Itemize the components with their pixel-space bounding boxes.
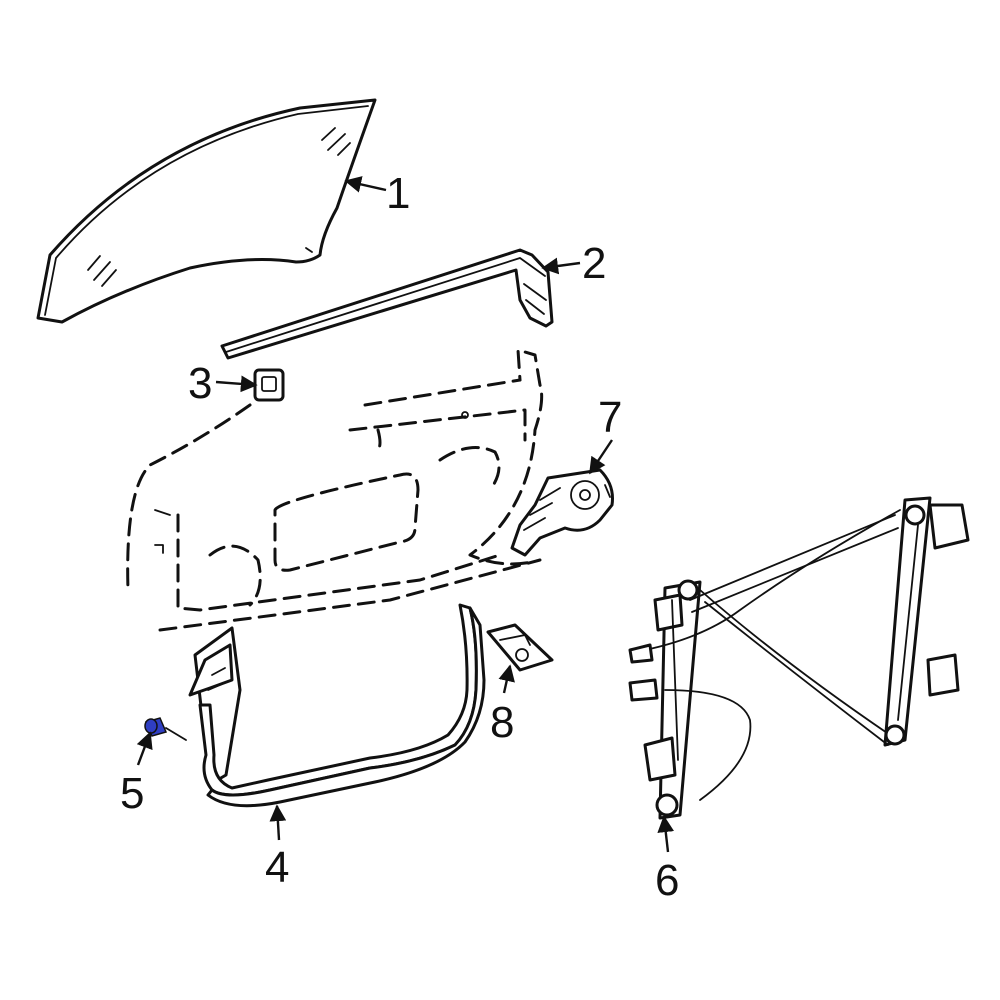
callout-leader-1 xyxy=(344,176,387,193)
door-seal[interactable] xyxy=(188,603,486,808)
callout-leader-6 xyxy=(657,815,675,853)
callout-6[interactable]: 6 xyxy=(655,856,679,905)
callout-7[interactable]: 7 xyxy=(598,393,622,442)
clip-part[interactable] xyxy=(253,368,285,402)
callout-2[interactable]: 2 xyxy=(582,239,606,288)
callout-1[interactable]: 1 xyxy=(386,169,410,218)
callout-leaders xyxy=(136,176,675,853)
callout-leader-2 xyxy=(541,257,581,275)
callout-5[interactable]: 5 xyxy=(120,769,144,818)
door-glass[interactable] xyxy=(36,98,377,324)
callout-leader-8 xyxy=(498,664,515,694)
callout-leader-5 xyxy=(136,731,153,766)
callout-leader-3 xyxy=(215,375,258,393)
window-motor[interactable] xyxy=(510,468,614,557)
callout-8[interactable]: 8 xyxy=(490,698,514,747)
window-regulator[interactable] xyxy=(628,496,970,820)
bolt-part[interactable] xyxy=(144,717,187,741)
door-inner-panel-outline xyxy=(126,348,544,632)
callout-leader-7 xyxy=(589,439,613,475)
belt-weatherstrip[interactable] xyxy=(220,248,554,360)
callout-labels: 1 2 3 4 5 6 7 8 xyxy=(120,169,679,905)
callout-leader-4 xyxy=(269,804,287,841)
bracket-part[interactable] xyxy=(486,623,554,672)
callout-4[interactable]: 4 xyxy=(265,843,289,892)
callout-3[interactable]: 3 xyxy=(188,359,212,408)
